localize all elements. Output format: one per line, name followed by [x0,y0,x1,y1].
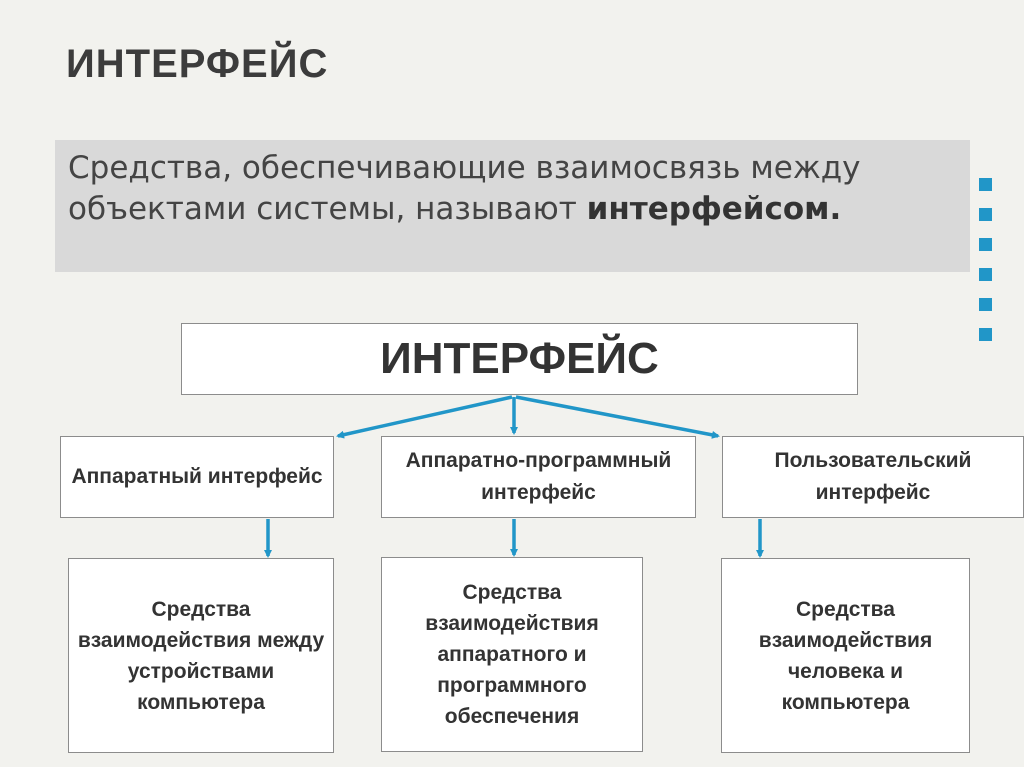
arrow-root-to-user [515,395,720,439]
type-box-hardware: Аппаратный интерфейс [60,436,334,518]
description-box-hardware-software: Средства взаимодействия аппаратного и пр… [381,557,643,752]
definition-box [55,140,970,272]
definition-plain: Средства, обеспечивающие взаимосвязь меж… [68,150,861,227]
decorative-dot [979,238,992,251]
page-title: ИНТЕРФЕЙС [66,42,329,86]
decorative-dot [979,208,992,221]
arrow-root-to-hardware [336,395,513,439]
decorative-dots [979,178,993,358]
type-box-user: Пользовательский интерфейс [722,436,1024,518]
decorative-dot [979,178,992,191]
decorative-dot [979,298,992,311]
decorative-dot [979,268,992,281]
type-box-hardware-software: Аппаратно-программный интерфейс [381,436,696,518]
root-box: ИНТЕРФЕЙС [181,323,858,395]
definition-text: Средства, обеспечивающие взаимосвязь меж… [68,148,968,230]
decorative-dot [979,328,992,341]
description-box-hardware: Средства взаимодействия между устройства… [68,558,334,753]
definition-bold-term: интерфейсом. [586,191,842,227]
description-box-user: Средства взаимодействия человека и компь… [721,558,970,753]
